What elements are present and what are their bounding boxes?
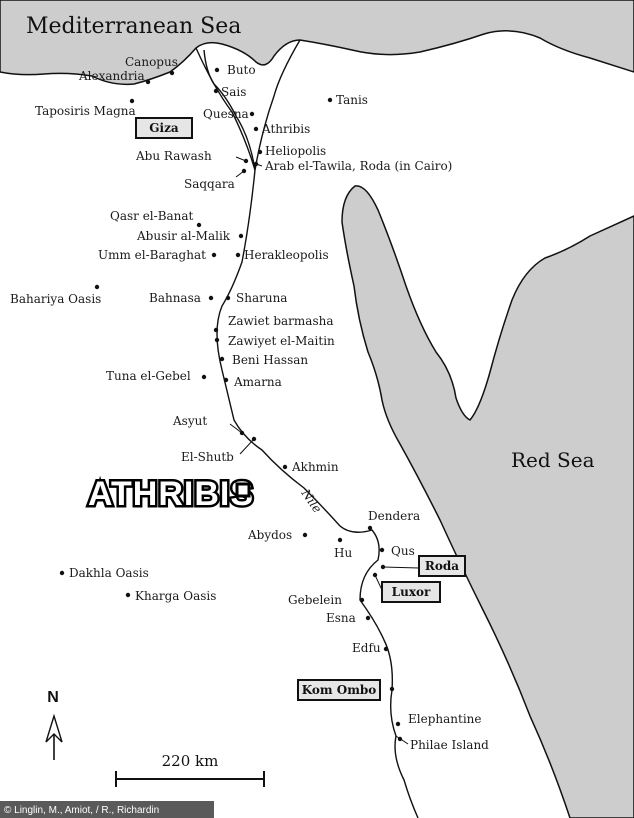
label-quesna: Quesna bbox=[203, 107, 249, 121]
label-sharuna: Sharuna bbox=[236, 291, 287, 305]
label-heliopolis: Heliopolis bbox=[265, 144, 326, 158]
label-amarna: Amarna bbox=[233, 375, 282, 389]
site-dot-kom-ombo bbox=[389, 686, 395, 692]
label-asyut: Asyut bbox=[172, 414, 207, 428]
label-abu-rawash: Abu Rawash bbox=[135, 149, 212, 163]
site-dot-zawiyet-el-maitin bbox=[214, 337, 220, 343]
site-dot-umm-el-baraghat bbox=[211, 252, 217, 258]
site-dot-sharuna bbox=[225, 295, 231, 301]
red-sea bbox=[341, 185, 634, 818]
site-dot-dendera bbox=[367, 525, 373, 531]
label-edfu: Edfu bbox=[352, 641, 381, 655]
boxed-label-kom-ombo: Kom Ombo bbox=[297, 679, 381, 701]
site-dot-buto bbox=[214, 67, 220, 73]
north-arrow: N bbox=[45, 689, 63, 760]
site-dot-quesna bbox=[249, 111, 255, 117]
site-dot-qus bbox=[379, 547, 385, 553]
label-qasr-el-banat: Qasr el-Banat bbox=[110, 209, 194, 223]
site-dot-bahariya bbox=[94, 284, 100, 290]
label-elephantine: Elephantine bbox=[408, 712, 481, 726]
site-dot-hu bbox=[337, 537, 343, 543]
site-dot-qasr-el-banat bbox=[196, 222, 202, 228]
label-akhmin: Akhmin bbox=[291, 460, 339, 474]
svg-text:Roda: Roda bbox=[425, 559, 459, 573]
site-dot-esna bbox=[365, 615, 371, 621]
credit-banner: © Linglin, M., Amiot, / R., Richardin bbox=[0, 801, 214, 818]
label-abusir-al-malik: Abusir al-Malik bbox=[136, 229, 231, 243]
boxed-label-luxor: Luxor bbox=[381, 581, 441, 603]
scale-label: 220 km bbox=[162, 752, 219, 770]
label-hu: Hu bbox=[334, 546, 352, 560]
nile-river bbox=[195, 39, 419, 818]
label-gebelein: Gebelein bbox=[288, 593, 342, 607]
label-dendera: Dendera bbox=[368, 509, 420, 523]
site-dot-edfu bbox=[383, 646, 389, 652]
label-bahariya: Bahariya Oasis bbox=[10, 292, 101, 306]
site-labels: Canopus Alexandria Taposiris Magna Buto … bbox=[10, 55, 489, 752]
site-dot-abydos bbox=[302, 532, 308, 538]
label-zawiyet-el-maitin: Zawiyet el-Maitin bbox=[228, 334, 335, 348]
site-dot-amarna bbox=[223, 377, 229, 383]
athribis-location-marker bbox=[235, 482, 251, 498]
site-dot-bahnasa bbox=[208, 295, 214, 301]
credit-text: © Linglin, M., Amiot, / R., Richardin bbox=[4, 805, 159, 816]
mediterranean-label: Mediterranean Sea bbox=[26, 14, 241, 39]
site-dot-taposiris bbox=[129, 98, 135, 104]
label-taposiris: Taposiris Magna bbox=[35, 104, 136, 118]
site-dot-tanis bbox=[327, 97, 333, 103]
label-el-shutb: El-Shutb bbox=[181, 450, 234, 464]
scale-bar: 220 km bbox=[115, 752, 265, 787]
svg-text:Giza: Giza bbox=[149, 121, 179, 135]
boxed-label-giza: Giza bbox=[135, 117, 193, 139]
site-dot-herakleopolis bbox=[235, 252, 241, 258]
label-abydos: Abydos bbox=[247, 528, 292, 542]
site-dots bbox=[59, 67, 403, 742]
label-zawiet-barmasha: Zawiet barmasha bbox=[228, 314, 334, 328]
label-sais: Sais bbox=[221, 85, 246, 99]
label-umm-el-baraghat: Umm el-Baraghat bbox=[98, 248, 206, 262]
site-dot-heliopolis bbox=[257, 149, 263, 155]
label-esna: Esna bbox=[326, 611, 356, 625]
site-dot-beni-hassan bbox=[219, 356, 225, 362]
label-athribis-delta: Athribis bbox=[261, 122, 310, 136]
label-philae: Philae Island bbox=[410, 738, 489, 752]
label-bahnasa: Bahnasa bbox=[149, 291, 201, 305]
label-beni-hassan: Beni Hassan bbox=[232, 353, 308, 367]
site-dot-canopus bbox=[169, 70, 175, 76]
site-dot-elephantine bbox=[395, 721, 401, 727]
label-saqqara: Saqqara bbox=[184, 177, 235, 191]
boxed-label-roda: Roda bbox=[418, 555, 466, 577]
site-dot-zawiet-barmasha bbox=[213, 327, 219, 333]
svg-text:Luxor: Luxor bbox=[392, 585, 431, 599]
site-dot-tuna-el-gebel bbox=[201, 374, 207, 380]
site-dot-sais bbox=[213, 88, 219, 94]
site-dot-akhmin bbox=[282, 464, 288, 470]
site-dot-gebelein bbox=[359, 597, 365, 603]
site-dot-alexandria bbox=[145, 79, 151, 85]
site-dot-kharga bbox=[125, 592, 131, 598]
label-dakhla: Dakhla Oasis bbox=[69, 566, 149, 580]
label-qus: Qus bbox=[391, 544, 415, 558]
mediterranean-sea bbox=[0, 0, 634, 86]
site-dot-athribis-delta bbox=[253, 126, 259, 132]
label-tuna-el-gebel: Tuna el-Gebel bbox=[106, 369, 191, 383]
svg-text:Kom Ombo: Kom Ombo bbox=[302, 683, 377, 697]
label-buto: Buto bbox=[227, 63, 256, 77]
red-sea-label: Red Sea bbox=[511, 448, 595, 472]
label-alexandria: Alexandria bbox=[78, 69, 145, 83]
label-herakleopolis: Herakleopolis bbox=[244, 248, 329, 262]
label-arab-el-tawila: Arab el-Tawila, Roda (in Cairo) bbox=[264, 159, 452, 173]
label-kharga: Kharga Oasis bbox=[135, 589, 216, 603]
leader-lines bbox=[229, 156, 420, 745]
label-tanis: Tanis bbox=[336, 93, 368, 107]
site-dot-dakhla bbox=[59, 570, 65, 576]
athribis-highlight-label: ATHRIBIS bbox=[88, 475, 254, 513]
label-canopus: Canopus bbox=[125, 55, 178, 69]
site-dot-abusir-al-malik bbox=[238, 233, 244, 239]
north-label: N bbox=[47, 689, 59, 706]
